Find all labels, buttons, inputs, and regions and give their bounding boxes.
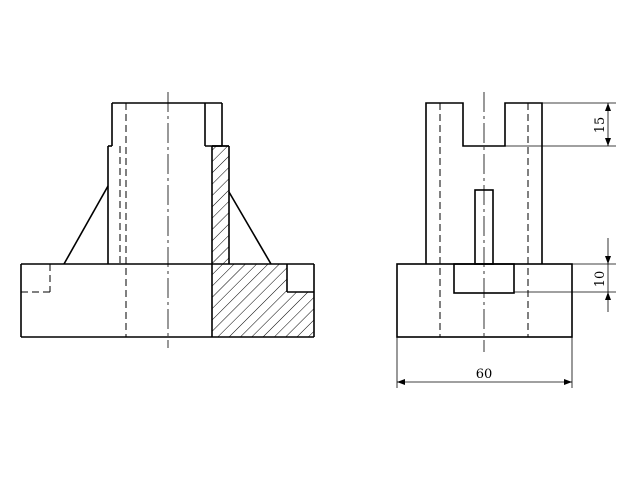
side-view <box>396 92 616 388</box>
hidden-lines <box>21 103 127 337</box>
section-hatch <box>212 146 314 337</box>
dimension-overall-width <box>396 337 573 388</box>
dimension-label-10: 10 <box>593 271 608 288</box>
rib-lines <box>63 185 272 265</box>
side-hidden-lines <box>439 103 529 337</box>
dimension-label-15: 15 <box>593 117 608 134</box>
base-outline <box>20 263 315 338</box>
upper-boss-outline <box>107 102 229 264</box>
dimension-slot-depth <box>505 102 616 147</box>
dimension-label-60: 60 <box>476 367 493 382</box>
front-view-half-section <box>20 92 315 348</box>
dimension-base-height <box>514 238 616 312</box>
side-base-outline <box>396 263 573 338</box>
